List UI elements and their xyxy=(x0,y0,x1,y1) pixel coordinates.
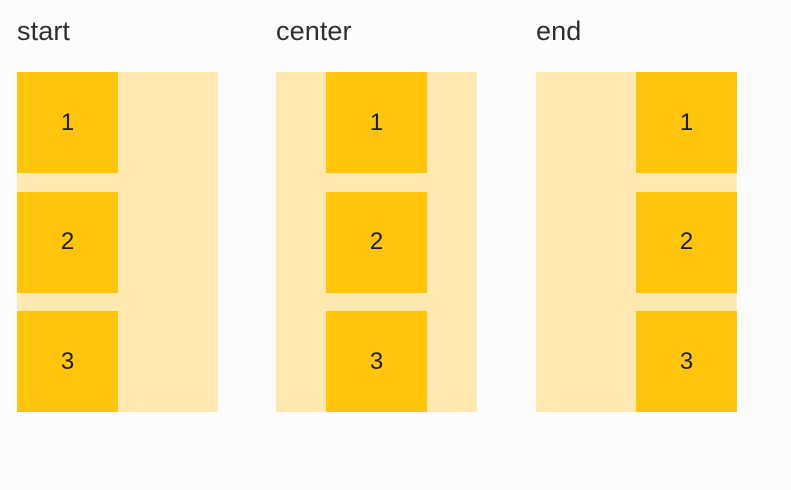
flex-item: 2 xyxy=(326,191,427,293)
column-label-start: start xyxy=(17,16,71,46)
flex-item: 2 xyxy=(636,191,737,293)
flex-container-end: 1 2 3 xyxy=(536,72,737,412)
flex-item: 3 xyxy=(326,311,427,412)
flex-item: 2 xyxy=(17,191,118,293)
flex-item: 1 xyxy=(326,72,427,173)
flex-item: 3 xyxy=(636,311,737,412)
flex-item: 1 xyxy=(17,72,118,173)
flex-item-label: 3 xyxy=(679,347,694,375)
flex-item-label: 1 xyxy=(60,108,75,136)
flex-item: 1 xyxy=(636,72,737,173)
flex-item-label: 3 xyxy=(60,347,75,375)
flex-item-label: 2 xyxy=(60,228,75,255)
flex-item-label: 2 xyxy=(679,228,694,255)
flex-item: 3 xyxy=(17,311,118,412)
column-label-center: center xyxy=(276,16,352,46)
flex-container-start: 1 2 3 xyxy=(17,72,218,412)
flex-item-label: 3 xyxy=(369,347,384,375)
flex-item-label: 2 xyxy=(369,228,384,255)
column-label-end: end xyxy=(536,16,582,46)
flex-item-label: 1 xyxy=(679,108,694,136)
flex-container-center: 1 2 3 xyxy=(276,72,477,412)
flex-item-label: 1 xyxy=(369,108,384,136)
